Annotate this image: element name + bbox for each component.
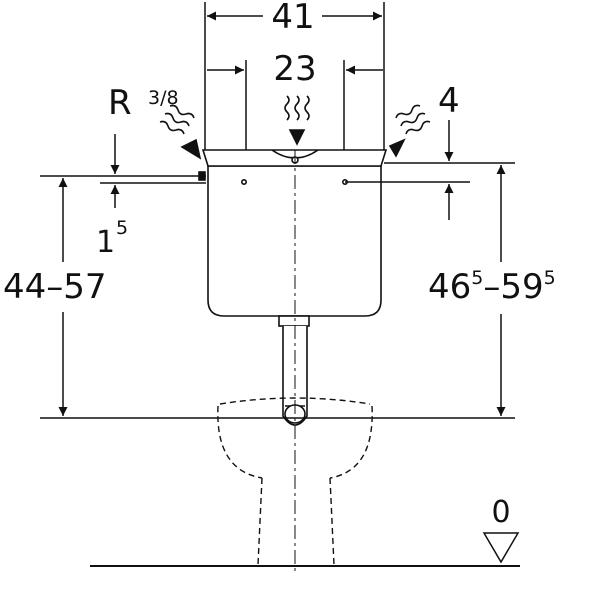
label-height-left-to: 57 [63,267,106,307]
toilet-bowl [217,397,373,566]
label-width-41: 41 [271,0,314,37]
reference-lines [40,162,515,419]
label-floor-level: 0 [491,495,510,530]
label-offset-left-sup: 5 [116,217,128,239]
label-height-right-to: 59 [500,267,543,307]
label-gap-right: 4 [438,81,460,121]
water-inlet-right-icon [388,104,431,158]
label-height-left-dash: – [46,267,63,307]
water-inlet-left-icon [159,104,202,160]
label-height-right-from-sup: 5 [471,267,483,289]
label-offset-left: 1 [96,225,115,260]
label-height-right-dash: – [483,267,500,307]
label-height-left-from: 44 [3,267,46,307]
label-thread-fraction: 3/8 [148,87,179,109]
label-thread-r: R [108,83,132,123]
dimension-width-41 [204,2,385,150]
label-height-right-to-sup: 5 [544,267,556,289]
water-inlet-top-icon [284,95,310,146]
floor-level-marker-icon [482,532,520,564]
label-height-right-from: 46 [428,267,471,307]
label-height-right: 465–595 [428,267,556,307]
label-height-left: 44–57 [3,267,107,307]
flush-pipe [278,315,310,426]
label-width-23: 23 [273,49,316,89]
cistern-tank [198,149,388,317]
